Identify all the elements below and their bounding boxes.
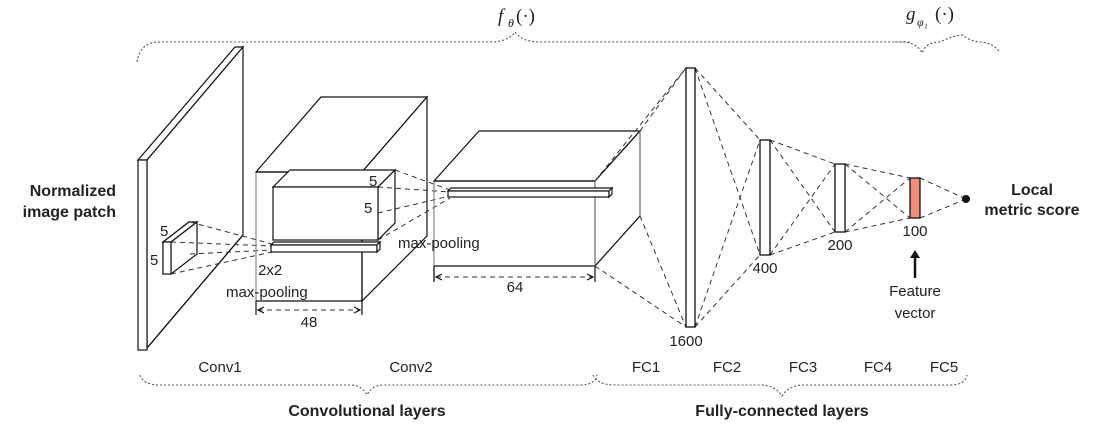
feature-vector-arrow (910, 250, 920, 278)
layer-label-fc2: FC2 (713, 359, 741, 376)
fc-connection (694, 254, 761, 328)
g-phi-arg: (·) (935, 4, 954, 25)
fc-connection (769, 231, 836, 256)
g-phi-symbol: g (906, 4, 916, 25)
fc-to-output-connection (919, 177, 967, 200)
feature-vector-label-line1: Feature (889, 283, 941, 300)
g-phi-subscript: φ₁ (917, 15, 928, 29)
fc-connection (769, 163, 836, 256)
conv3-pooled-bar (446, 186, 614, 199)
fc-layers-brace (592, 374, 968, 398)
layer-label-fc5: FC5 (930, 359, 958, 376)
output-node (962, 195, 970, 203)
pool1-label: max-pooling (226, 284, 308, 301)
layer-label-fc1: FC1 (632, 359, 660, 376)
conv1-kernel-height: 5 (150, 252, 158, 269)
feature-vector-layer (909, 177, 921, 219)
f-theta-symbol: f (498, 6, 506, 27)
layer-label-fc4: FC4 (864, 359, 892, 376)
output-label-line1: Local (1011, 182, 1053, 199)
output-label-line2: metric score (984, 202, 1079, 219)
conv2-kernel-height: 5 (364, 200, 372, 217)
fc-size-label: 400 (752, 260, 777, 277)
fc-layer-1 (685, 67, 696, 328)
conv2-width-48: 48 (301, 314, 318, 331)
conv-layers-label: Convolutional layers (288, 403, 445, 420)
input-patch-slab (136, 45, 245, 351)
fc-connection (694, 139, 761, 328)
conv2-pooled-bar (269, 240, 382, 254)
fc-connection (769, 139, 836, 233)
conv3-width-dimension (433, 266, 596, 282)
pool2-label: max-pooling (398, 235, 480, 252)
f-theta-subscript: θ (508, 16, 514, 30)
fc-layer-2 (759, 139, 771, 256)
conv3-feature-cube (432, 129, 642, 282)
fc-connection (844, 163, 911, 219)
conv1-projection-lines (170, 221, 273, 275)
conv3-width-64: 64 (507, 279, 524, 296)
f-theta-arg: (·) (516, 6, 535, 27)
input-label-line2: image patch (23, 204, 116, 221)
fc-layer-3 (834, 163, 846, 233)
conv2-width-dimension (255, 301, 363, 315)
pool1-size-label: 2x2 (258, 262, 282, 279)
fc-size-label: 200 (827, 237, 852, 254)
fc-size-label: 1600 (669, 333, 702, 350)
conv2-projection-lines (377, 169, 451, 241)
conv1-kernel-width: 5 (160, 223, 168, 240)
g-phi-brace (895, 34, 1001, 55)
fc-connection (769, 139, 836, 165)
fc-to-output-connection (919, 198, 967, 219)
input-label-line1: Normalized (30, 183, 116, 200)
fc-connection (844, 177, 911, 233)
conv1-kernel (161, 220, 199, 276)
fc-size-label: 100 (902, 223, 927, 240)
fc-connection (694, 67, 761, 141)
layer-label-fc3: FC3 (789, 359, 817, 376)
feature-vector-label-line2: vector (895, 305, 936, 322)
fc-connection (844, 217, 911, 233)
fc-layers-label: Fully-connected layers (695, 403, 868, 420)
layer-label-conv1: Conv1 (198, 359, 241, 376)
conv-layers-brace (139, 374, 598, 397)
fc-connection (844, 163, 911, 179)
conv3-to-fc1-lines (594, 67, 687, 328)
layer-label-conv2: Conv2 (389, 359, 432, 376)
f-theta-brace (136, 31, 910, 63)
conv2-kernel-width: 5 (369, 173, 377, 190)
fc-connection (694, 67, 761, 256)
